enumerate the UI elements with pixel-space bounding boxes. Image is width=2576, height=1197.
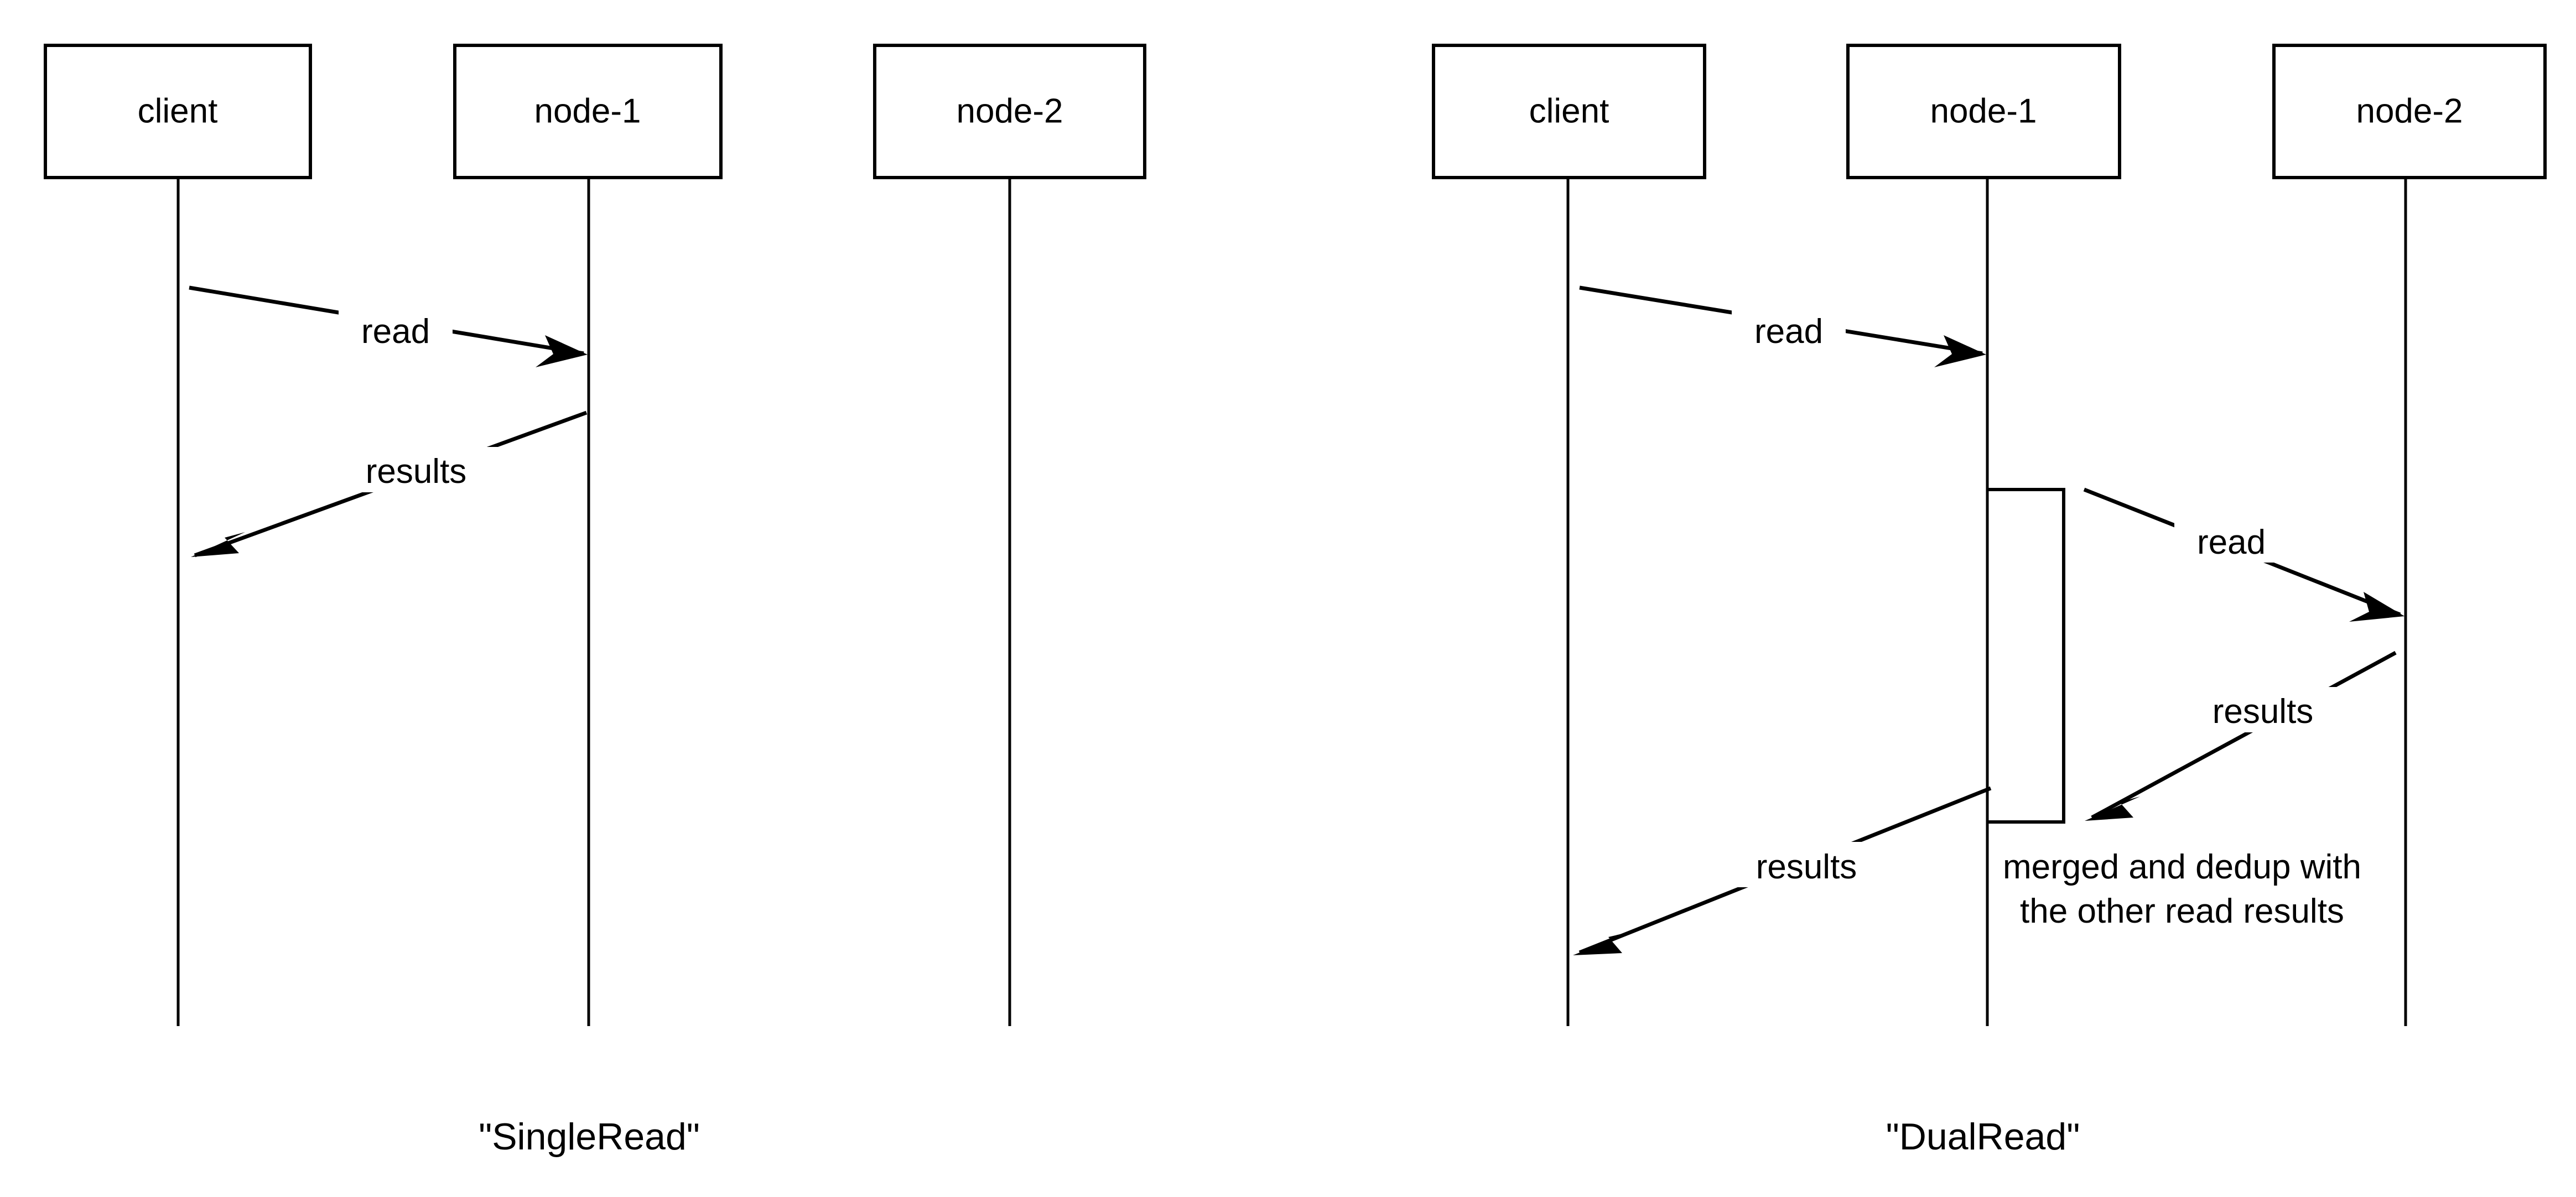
- participant-label-node-1: node-1: [1930, 92, 2037, 130]
- participant-box-client[interactable]: [1432, 44, 1706, 179]
- participant-label-client: client: [138, 92, 218, 130]
- participant-box-node-2[interactable]: [873, 44, 1146, 179]
- arrowhead-left-icon: [191, 532, 245, 557]
- message-line: [2091, 650, 2397, 820]
- note-line-2: the other read results: [2020, 892, 2344, 930]
- participant-box-node-2[interactable]: [2272, 44, 2547, 179]
- message-read-client-to-node-1[interactable]: read: [189, 285, 588, 367]
- diagram-single-read: client node-1 node-2 read: [44, 44, 1146, 1158]
- note-line-1: merged and dedup with: [2003, 848, 2361, 886]
- message-label-backdrop: [1732, 308, 1846, 352]
- message-read-node-1-to-node-2[interactable]: read: [2083, 487, 2404, 622]
- arrowhead-left-icon: [1573, 932, 1629, 955]
- participant-client[interactable]: client: [44, 44, 312, 1026]
- participant-box-client[interactable]: [44, 44, 312, 179]
- message-label-read: read: [2197, 523, 2266, 561]
- message-label-backdrop: [2174, 518, 2288, 563]
- arrowhead-right-icon: [1934, 335, 1986, 367]
- message-label-results: results: [2213, 693, 2314, 731]
- message-label-results: results: [366, 452, 467, 491]
- message-label-backdrop: [1721, 842, 1892, 887]
- participant-label-node-2: node-2: [956, 92, 1063, 130]
- message-results-node-1-to-client[interactable]: results: [191, 410, 588, 558]
- arrowhead-right-icon: [2349, 592, 2404, 622]
- participant-label-client: client: [1529, 92, 1609, 130]
- activation-bracket-node-1: [1987, 488, 2065, 824]
- participant-box-node-1[interactable]: [453, 44, 723, 179]
- participant-node-2[interactable]: node-2: [2272, 44, 2547, 1026]
- arrowhead-left-icon: [2085, 797, 2140, 821]
- diagram-dual-read: client node-1 node-2 re: [1432, 44, 2547, 1158]
- message-label-read: read: [1754, 313, 1823, 351]
- message-label-backdrop: [2177, 687, 2349, 732]
- message-results-node-2-to-node-1[interactable]: results: [2085, 650, 2397, 821]
- participant-label-node-1: node-1: [534, 92, 641, 130]
- message-results-node-1-to-client[interactable]: results: [1573, 786, 1992, 955]
- participant-node-2[interactable]: node-2: [873, 44, 1146, 1026]
- diagram-caption-dual-read: "DualRead": [1886, 1116, 2080, 1158]
- arrowhead-right-icon: [536, 335, 588, 367]
- participant-label-node-2: node-2: [2356, 92, 2463, 130]
- note-merged-dedup: merged and dedup with the other read res…: [2003, 848, 2361, 930]
- message-read-client-to-node-1[interactable]: read: [1579, 285, 1986, 367]
- message-label-backdrop: [339, 308, 453, 352]
- participant-node-1[interactable]: node-1: [453, 44, 723, 1026]
- participant-box-node-1[interactable]: [1846, 44, 2121, 179]
- message-label-backdrop: [330, 447, 502, 492]
- diagram-caption-single-read: "SingleRead": [479, 1116, 700, 1158]
- message-label-results: results: [1756, 848, 1857, 886]
- participant-client[interactable]: client: [1432, 44, 1706, 1026]
- participant-node-1[interactable]: node-1: [1846, 44, 2121, 1026]
- message-label-read: read: [361, 313, 430, 351]
